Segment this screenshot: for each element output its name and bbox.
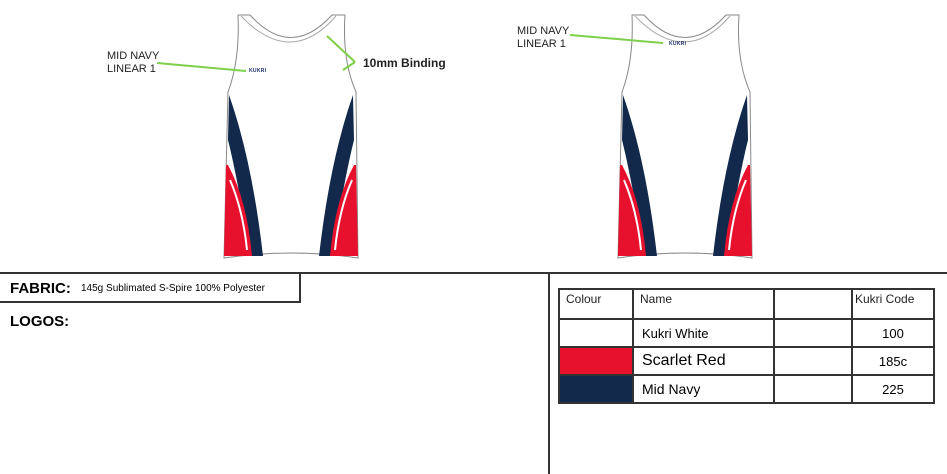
- header-name: Name: [632, 288, 775, 320]
- header-colour: Colour: [558, 288, 634, 320]
- blank-cell: [773, 346, 853, 376]
- blank-cell: [773, 318, 853, 348]
- blank-cell: [773, 374, 853, 404]
- garment-illustrations: [156, 14, 753, 259]
- fabric-label: FABRIC:: [10, 280, 71, 297]
- table-header: Colour Name Kukri Code: [558, 288, 935, 320]
- table-row: Mid Navy 225: [558, 374, 935, 404]
- callout-lines: [156, 34, 664, 72]
- colour-name: Kukri White: [632, 318, 775, 348]
- swatch-white: [558, 318, 634, 348]
- binding-label: 10mm Binding: [363, 56, 446, 70]
- colour-code: 225: [851, 374, 935, 404]
- fabric-box: FABRIC: 145g Sublimated S-Spire 100% Pol…: [0, 273, 301, 303]
- swatch-red: [558, 346, 634, 376]
- divider-horizontal: [0, 272, 947, 274]
- swatch-navy: [558, 374, 634, 404]
- colour-code: 100: [851, 318, 935, 348]
- kukri-logo-front: KUKRI: [249, 68, 267, 74]
- header-blank: [773, 288, 853, 320]
- fabric-value: 145g Sublimated S-Spire 100% Polyester: [81, 283, 265, 294]
- logos-label: LOGOS:: [10, 313, 70, 330]
- colour-name: Scarlet Red: [632, 346, 775, 376]
- table-row: Scarlet Red 185c: [558, 346, 935, 376]
- back-vest: [617, 14, 753, 259]
- colour-table: Colour Name Kukri Code Kukri White 100 S…: [558, 288, 935, 404]
- table-row: Kukri White 100: [558, 318, 935, 348]
- kukri-logo-back: KUKRI: [669, 41, 687, 47]
- colour-name: Mid Navy: [632, 374, 775, 404]
- colour-code: 185c: [851, 346, 935, 376]
- front-vest: [223, 14, 359, 259]
- header-code: Kukri Code: [851, 288, 935, 320]
- divider-vertical: [548, 273, 550, 474]
